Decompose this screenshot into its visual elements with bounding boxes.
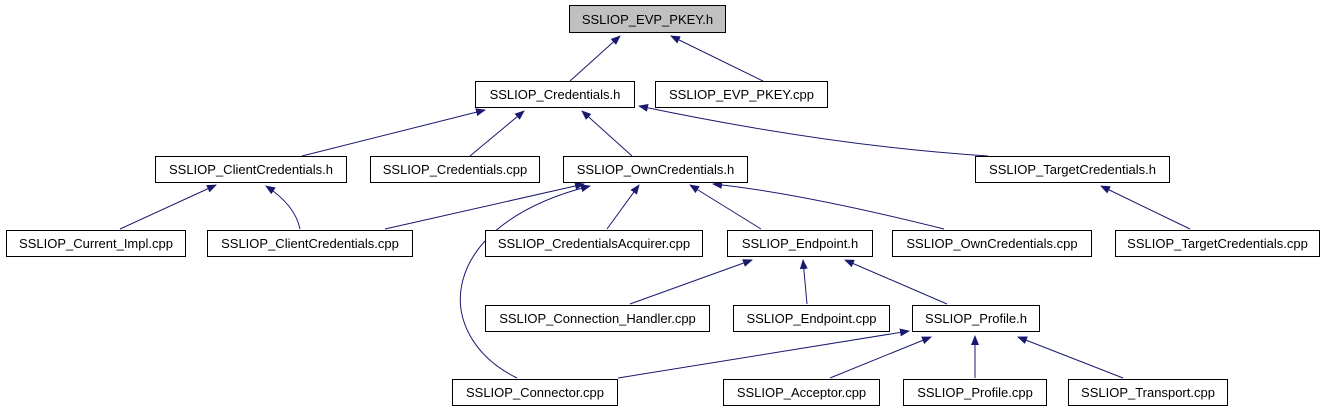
edge-profile-h-to-endpoint-h: [844, 259, 948, 305]
node-clientcredentials-cpp[interactable]: SSLIOP_ClientCredentials.cpp: [207, 230, 413, 257]
node-acceptor-cpp[interactable]: SSLIOP_Acceptor.cpp: [723, 379, 880, 406]
edge-current-impl-cpp-to-clientcredentials-h: [119, 184, 217, 230]
node-evp-pkey-h: SSLIOP_EVP_PKEY.h: [569, 5, 726, 33]
edge-clientcredentials-cpp-to-clientcredentials-h: [265, 185, 301, 230]
node-endpoint-h[interactable]: SSLIOP_Endpoint.h: [727, 230, 873, 257]
node-clientcredentials-h[interactable]: SSLIOP_ClientCredentials.h: [155, 156, 347, 183]
node-targetcredentials-h[interactable]: SSLIOP_TargetCredentials.h: [975, 156, 1170, 183]
edge-endpoint-cpp-to-endpoint-h: [799, 259, 808, 305]
node-owncredentials-cpp[interactable]: SSLIOP_OwnCredentials.cpp: [892, 230, 1092, 257]
edge-connector-cpp-to-owncredentials-h: [459, 184, 591, 379]
node-credentials-h[interactable]: SSLIOP_Credentials.h: [475, 81, 635, 108]
edge-clientcredentials-cpp-to-owncredentials-h: [384, 182, 585, 230]
node-owncredentials-h[interactable]: SSLIOP_OwnCredentials.h: [563, 156, 748, 183]
edge-credentials-h-to-evp-pkey-h: [569, 35, 621, 82]
edge-connector-cpp-to-profile-h: [617, 328, 910, 379]
edge-targetcredentials-cpp-to-targetcredentials-h: [1100, 185, 1191, 230]
node-credentialsacquirer-cpp[interactable]: SSLIOP_CredentialsAcquirer.cpp: [485, 230, 703, 257]
node-profile-h[interactable]: SSLIOP_Profile.h: [912, 305, 1040, 332]
edge-endpoint-h-to-owncredentials-h: [689, 184, 762, 230]
node-connector-cpp[interactable]: SSLIOP_Connector.cpp: [452, 379, 618, 406]
edge-credentialsacquirer-cpp-to-owncredentials-h: [606, 184, 640, 230]
node-credentials-cpp[interactable]: SSLIOP_Credentials.cpp: [370, 156, 540, 183]
node-profile-cpp[interactable]: SSLIOP_Profile.cpp: [903, 379, 1047, 406]
edge-targetcredentials-h-to-credentials-h: [638, 103, 989, 157]
node-endpoint-cpp[interactable]: SSLIOP_Endpoint.cpp: [733, 305, 890, 332]
edge-owncredentials-cpp-to-owncredentials-h: [712, 180, 945, 230]
node-connection-handler-cpp[interactable]: SSLIOP_Connection_Handler.cpp: [485, 305, 710, 332]
edge-transport-cpp-to-profile-h: [1017, 336, 1124, 379]
node-evp-pkey-cpp[interactable]: SSLIOP_EVP_PKEY.cpp: [655, 81, 828, 108]
node-transport-cpp[interactable]: SSLIOP_Transport.cpp: [1068, 379, 1228, 406]
edge-owncredentials-h-to-credentials-h: [581, 110, 633, 157]
edge-acceptor-cpp-to-profile-h: [829, 336, 932, 379]
edge-credentials-cpp-to-credentials-h: [469, 110, 525, 157]
edge-connection-handler-cpp-to-endpoint-h: [629, 259, 753, 305]
node-targetcredentials-cpp[interactable]: SSLIOP_TargetCredentials.cpp: [1115, 230, 1320, 257]
node-current-impl-cpp[interactable]: SSLIOP_Current_Impl.cpp: [6, 230, 186, 257]
edge-clientcredentials-h-to-credentials-h: [301, 108, 486, 157]
edge-evp-pkey-cpp-to-evp-pkey-h: [670, 35, 764, 82]
